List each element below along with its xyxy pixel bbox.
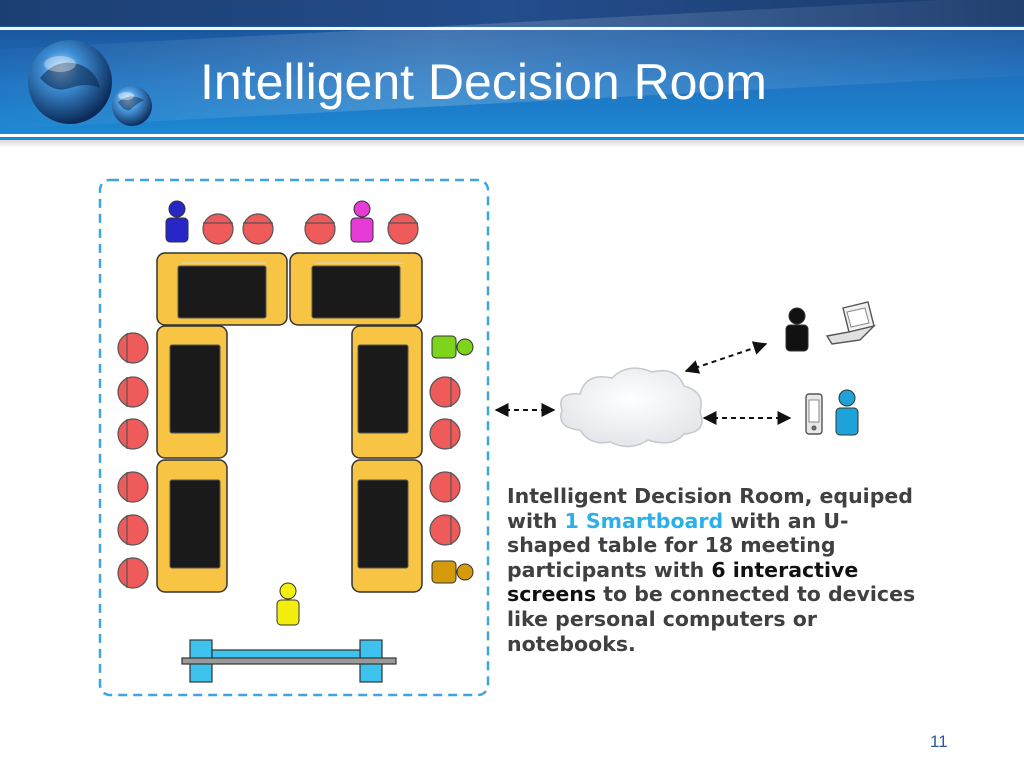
header-bottom-line bbox=[0, 134, 1024, 137]
page-number: 11 bbox=[930, 732, 948, 751]
room-description: Intelligent Decision Room, equiped with … bbox=[507, 484, 927, 656]
chairs-left bbox=[117, 332, 149, 589]
person-magenta-icon bbox=[350, 200, 374, 243]
person-green-icon bbox=[431, 335, 474, 359]
phone-icon bbox=[805, 393, 823, 435]
header-shadow bbox=[0, 140, 1024, 148]
person-orange-icon bbox=[431, 560, 474, 584]
person-blue-icon bbox=[165, 200, 189, 243]
chairs-right bbox=[429, 376, 461, 546]
connection-arrows bbox=[494, 341, 792, 425]
person-yellow-icon bbox=[276, 582, 300, 626]
smartboard-count: 1 Smartboard bbox=[564, 508, 724, 533]
screen-6 bbox=[357, 479, 409, 569]
screen-5 bbox=[357, 344, 409, 434]
room-diagram bbox=[98, 178, 877, 697]
cloud-icon bbox=[560, 367, 703, 448]
description-text-1: Intelligent Decision Room, equiped with bbox=[507, 484, 913, 533]
screen-2 bbox=[311, 265, 401, 319]
laptop-icon bbox=[825, 301, 877, 345]
slide-title: Intelligent Decision Room bbox=[200, 54, 767, 110]
description-text-3: to be connected to devices like personal… bbox=[507, 582, 916, 656]
screen-1 bbox=[177, 265, 267, 319]
header-top-bar bbox=[0, 0, 1024, 26]
room-boundary bbox=[98, 178, 490, 697]
globe-logo-icon bbox=[28, 40, 152, 126]
arrow-cloud-laptop bbox=[684, 341, 768, 374]
interactive-screens bbox=[169, 265, 409, 569]
slide-header bbox=[0, 0, 1024, 140]
screen-4 bbox=[169, 479, 221, 569]
screens-count: 6 interactive screens bbox=[507, 557, 859, 607]
header-top-line bbox=[0, 27, 1024, 30]
person-cyan-icon bbox=[835, 389, 859, 436]
person-black-icon bbox=[785, 307, 809, 352]
smartboard bbox=[181, 639, 397, 683]
chairs-top bbox=[202, 213, 419, 245]
screen-3 bbox=[169, 344, 221, 434]
description-text-2: with an U-shaped table for 18 meeting pa… bbox=[507, 508, 849, 582]
